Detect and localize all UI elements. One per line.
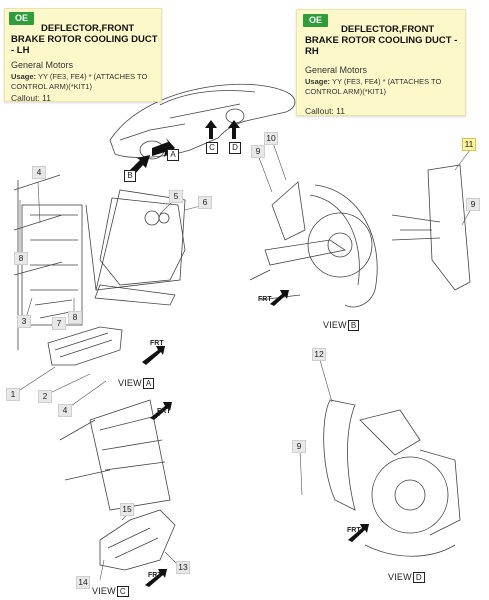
frt-arrow-c2 xyxy=(145,569,167,587)
callout-10[interactable]: 10 xyxy=(264,132,278,145)
view-d-drawing xyxy=(323,399,461,557)
oe-badge: OE xyxy=(303,14,329,27)
callout-9-right[interactable]: 9 xyxy=(466,198,480,211)
callout-8-lower[interactable]: 8 xyxy=(68,311,82,324)
view-c-drawing xyxy=(59,399,176,571)
callout-6[interactable]: 6 xyxy=(198,196,212,209)
part-tooltip-rh: OE DEFLECTOR,FRONT BRAKE ROTOR COOLING D… xyxy=(296,9,466,116)
callout-14[interactable]: 14 xyxy=(76,576,90,589)
callout-13[interactable]: 13 xyxy=(176,561,190,574)
frt-label-c: FRT xyxy=(157,408,171,415)
callout-1[interactable]: 1 xyxy=(6,388,20,401)
view-b-marker[interactable]: B xyxy=(124,170,136,182)
view-c-arrow xyxy=(205,120,217,139)
usage-value: YY (FE3, FE4) * (ATTACHES TO CONTROL ARM… xyxy=(305,77,442,96)
view-c-marker[interactable]: C xyxy=(206,142,218,154)
callout-9-view-d[interactable]: 9 xyxy=(292,440,306,453)
manufacturer: General Motors xyxy=(11,60,74,70)
usage-value: YY (FE3, FE4) * (ATTACHES TO CONTROL ARM… xyxy=(11,72,148,91)
callout-text: Callout: 11 xyxy=(11,93,52,103)
usage-label: Usage: xyxy=(305,77,331,86)
view-a-drawing xyxy=(13,174,186,366)
callout-2[interactable]: 2 xyxy=(38,390,52,403)
callout-7[interactable]: 7 xyxy=(52,317,66,330)
frt-arrow-d xyxy=(348,524,369,542)
part-tooltip-lh: OE DEFLECTOR,FRONT BRAKE ROTOR COOLING D… xyxy=(4,8,162,103)
frt-label-b: FRT xyxy=(258,296,272,303)
manufacturer: General Motors xyxy=(305,65,368,75)
view-d-marker[interactable]: D xyxy=(229,142,241,154)
callout-9-view-b[interactable]: 9 xyxy=(251,145,265,158)
frt-label-d: FRT xyxy=(347,527,361,534)
view-a-marker[interactable]: A xyxy=(167,149,179,161)
oe-badge: OE xyxy=(9,12,35,25)
leader-lines xyxy=(19,142,473,581)
callout-text: Callout: 11 xyxy=(305,106,346,116)
callout-4-lower[interactable]: 4 xyxy=(58,404,72,417)
callout-3[interactable]: 3 xyxy=(17,315,31,328)
usage-text: Usage: YY (FE3, FE4) * (ATTACHES TO CONT… xyxy=(11,72,161,92)
part-title: DEFLECTOR,FRONT BRAKE ROTOR COOLING DUCT… xyxy=(305,24,458,57)
part-title: DEFLECTOR,FRONT BRAKE ROTOR COOLING DUCT… xyxy=(11,23,158,56)
usage-label: Usage: xyxy=(11,72,37,81)
view-d-arrow xyxy=(228,120,240,139)
frt-label-c2: FRT xyxy=(148,572,162,579)
usage-text: Usage: YY (FE3, FE4) * (ATTACHES TO CONT… xyxy=(305,77,465,97)
callout-4-upper[interactable]: 4 xyxy=(32,166,46,179)
frt-arrow-a xyxy=(142,346,165,365)
callout-8-upper[interactable]: 8 xyxy=(14,252,28,265)
callout-15[interactable]: 15 xyxy=(120,503,134,516)
frt-arrow-b xyxy=(270,290,289,306)
frt-arrow-c xyxy=(150,402,172,420)
callout-11[interactable]: 11 xyxy=(462,138,476,151)
frt-label-a: FRT xyxy=(150,340,164,347)
callout-12[interactable]: 12 xyxy=(312,348,326,361)
view-b-drawing xyxy=(249,164,471,308)
callout-5[interactable]: 5 xyxy=(169,190,183,203)
